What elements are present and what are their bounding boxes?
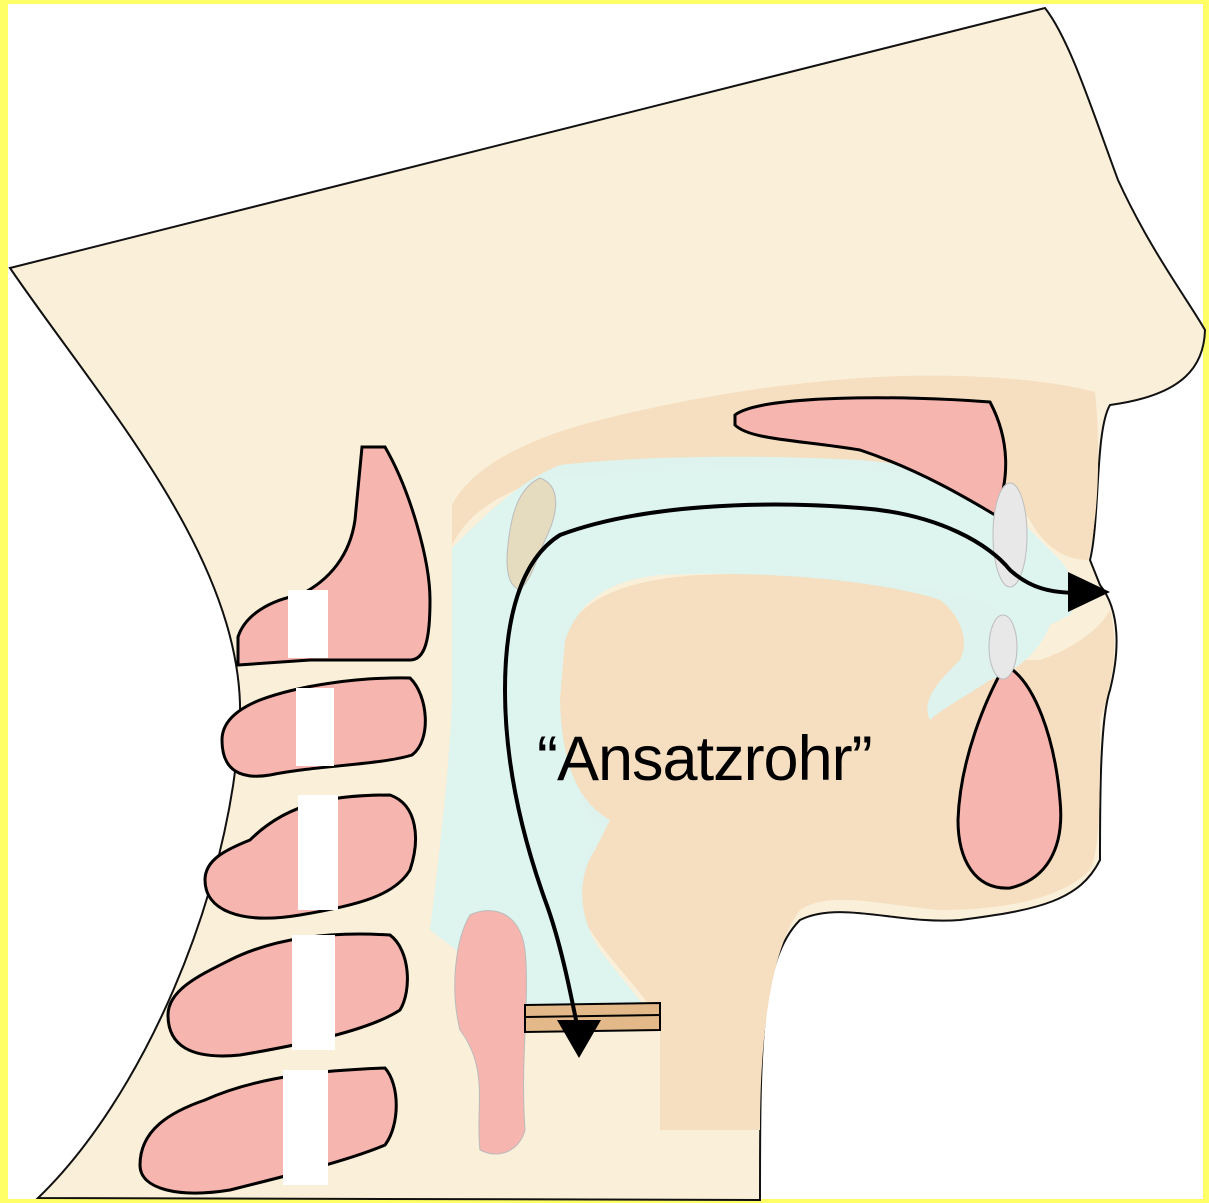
disc-4 [292,935,335,1050]
lower-tooth-icon [989,615,1017,679]
disc-2 [296,688,334,766]
disc-3 [298,795,338,910]
vocal-tract-label: “Ansatzrohr” [537,728,872,791]
disc-5 [283,1070,328,1185]
disc-1 [288,590,328,658]
